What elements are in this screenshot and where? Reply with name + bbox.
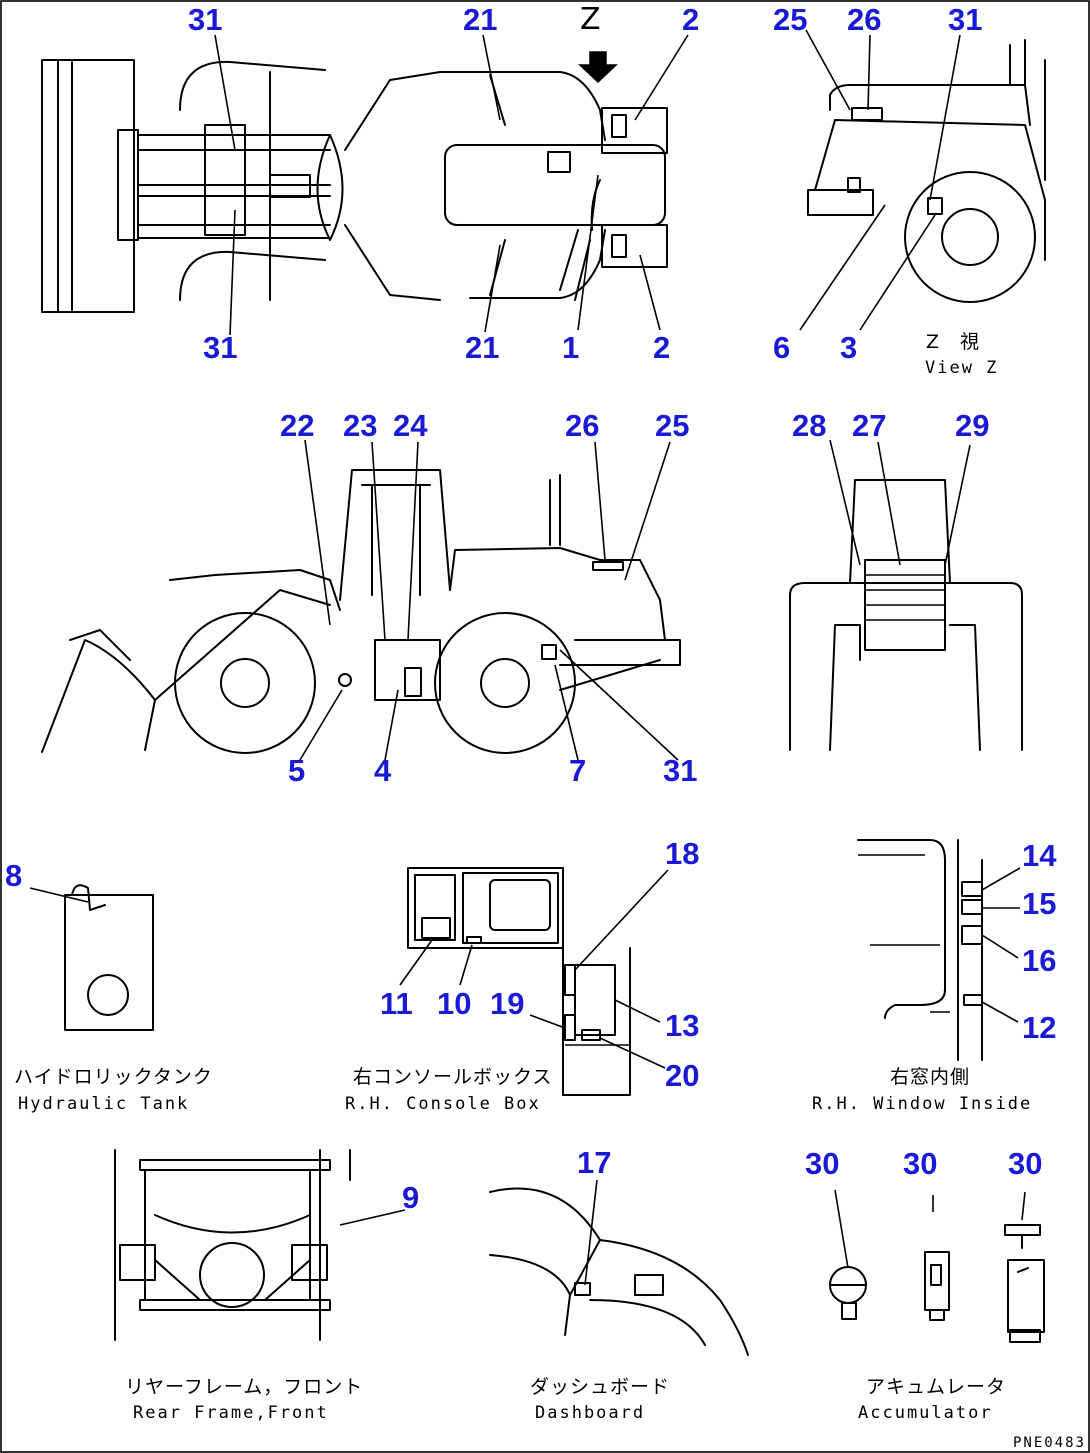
hydraulic-tank-drawing: [29, 884, 154, 1031]
callout-26: 26: [565, 408, 600, 443]
top-view-drawing: [41, 34, 689, 336]
window-caption-en: R.H. Window Inside: [812, 1094, 1033, 1114]
callout-2: 2: [682, 2, 700, 37]
view-z-label: Z: [580, 2, 601, 37]
callout-30: 30: [1008, 1146, 1043, 1181]
view-z-caption-en: View Z: [925, 358, 999, 378]
dashboard-drawing: [489, 1179, 749, 1356]
callout-17: 17: [577, 1145, 612, 1180]
callout-10: 10: [437, 986, 472, 1021]
callout-28: 28: [792, 408, 827, 443]
callout-27: 27: [852, 408, 887, 443]
callout-12: 12: [1022, 1010, 1057, 1045]
callout-26: 26: [847, 2, 882, 37]
console-box-caption-en: R.H. Console Box: [345, 1094, 541, 1114]
callout-7: 7: [569, 753, 587, 788]
rear-frame-caption-jp: リヤーフレーム，フロント: [125, 1376, 364, 1398]
callout-1: 1: [562, 330, 580, 365]
accumulator-caption-jp: アキュムレータ: [866, 1376, 1007, 1398]
callout-25: 25: [655, 408, 690, 443]
drawing-code: PNE0483: [1012, 1435, 1086, 1451]
callout-24: 24: [393, 408, 428, 443]
dashboard-caption-en: Dashboard: [535, 1403, 646, 1423]
callout-21: 21: [465, 330, 500, 365]
callout-11: 11: [380, 986, 413, 1021]
rear-frame-caption-en: Rear Frame,Front: [133, 1403, 329, 1423]
view-z-caption-jp: Z 視: [926, 331, 981, 353]
callout-29: 29: [955, 408, 990, 443]
callout-30: 30: [805, 1146, 840, 1181]
window-caption-jp: 右窓内側: [890, 1066, 971, 1088]
callout-20: 20: [665, 1058, 700, 1093]
callout-8: 8: [5, 858, 23, 893]
callout-21: 21: [463, 2, 498, 37]
callout-13: 13: [665, 1008, 700, 1043]
hydraulic-tank-caption-en: Hydraulic Tank: [18, 1094, 190, 1114]
side-view-drawing: [41, 439, 681, 761]
callout-9: 9: [402, 1180, 420, 1215]
callout-31: 31: [203, 330, 238, 365]
callout-3: 3: [840, 330, 858, 365]
console-box-drawing: [399, 867, 669, 1096]
dashboard-caption-jp: ダッシュボード: [530, 1376, 671, 1398]
view-z-drawing: [799, 29, 1046, 331]
callout-31: 31: [663, 753, 698, 788]
accumulator-caption-en: Accumulator: [858, 1403, 993, 1423]
accumulator-drawing: [829, 1189, 1045, 1343]
callout-18: 18: [665, 836, 700, 871]
callout-19: 19: [490, 986, 525, 1021]
rear-view-drawing: [789, 439, 1023, 751]
callout-22: 22: [280, 408, 315, 443]
callout-31: 31: [188, 2, 223, 37]
callout-2: 2: [653, 330, 671, 365]
console-box-caption-jp: 右コンソールボックス: [353, 1066, 553, 1088]
callout-30: 30: [903, 1146, 938, 1181]
callout-15: 15: [1022, 886, 1057, 921]
callout-31: 31: [948, 2, 983, 37]
hydraulic-tank-caption-jp: ハイドロリックタンク: [14, 1066, 213, 1088]
callout-23: 23: [343, 408, 378, 443]
rear-frame-drawing: [114, 1149, 406, 1341]
callout-14: 14: [1022, 838, 1057, 873]
callout-6: 6: [773, 330, 791, 365]
callout-4: 4: [374, 753, 392, 788]
callout-16: 16: [1022, 943, 1057, 978]
callout-5: 5: [288, 753, 306, 788]
window-inside-drawing: [857, 839, 1021, 1061]
callout-25: 25: [773, 2, 808, 37]
